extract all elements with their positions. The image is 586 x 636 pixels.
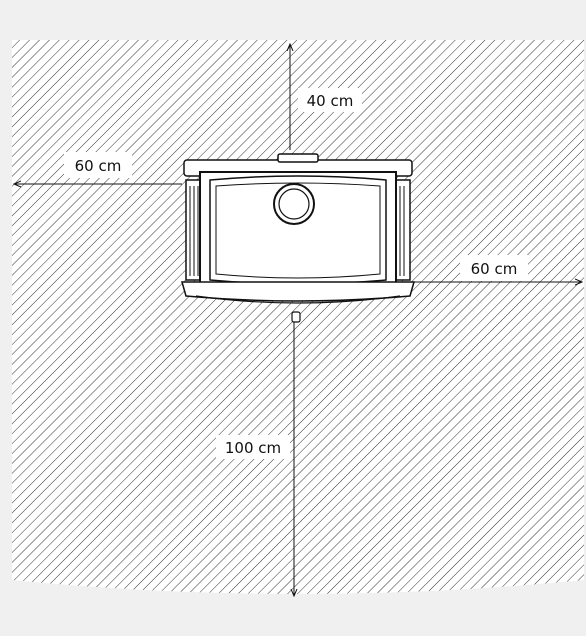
front-clearance-label: 100 cm <box>216 435 290 459</box>
svg-text:40 cm: 40 cm <box>307 92 354 110</box>
svg-text:100 cm: 100 cm <box>225 439 281 457</box>
rear-clearance-label: 40 cm <box>298 88 362 112</box>
stove-top-view-icon <box>181 153 415 323</box>
svg-text:60 cm: 60 cm <box>471 260 518 278</box>
svg-text:60 cm: 60 cm <box>75 157 122 175</box>
left-clearance-label: 60 cm <box>64 152 132 178</box>
right-clearance-label: 60 cm <box>460 255 528 281</box>
